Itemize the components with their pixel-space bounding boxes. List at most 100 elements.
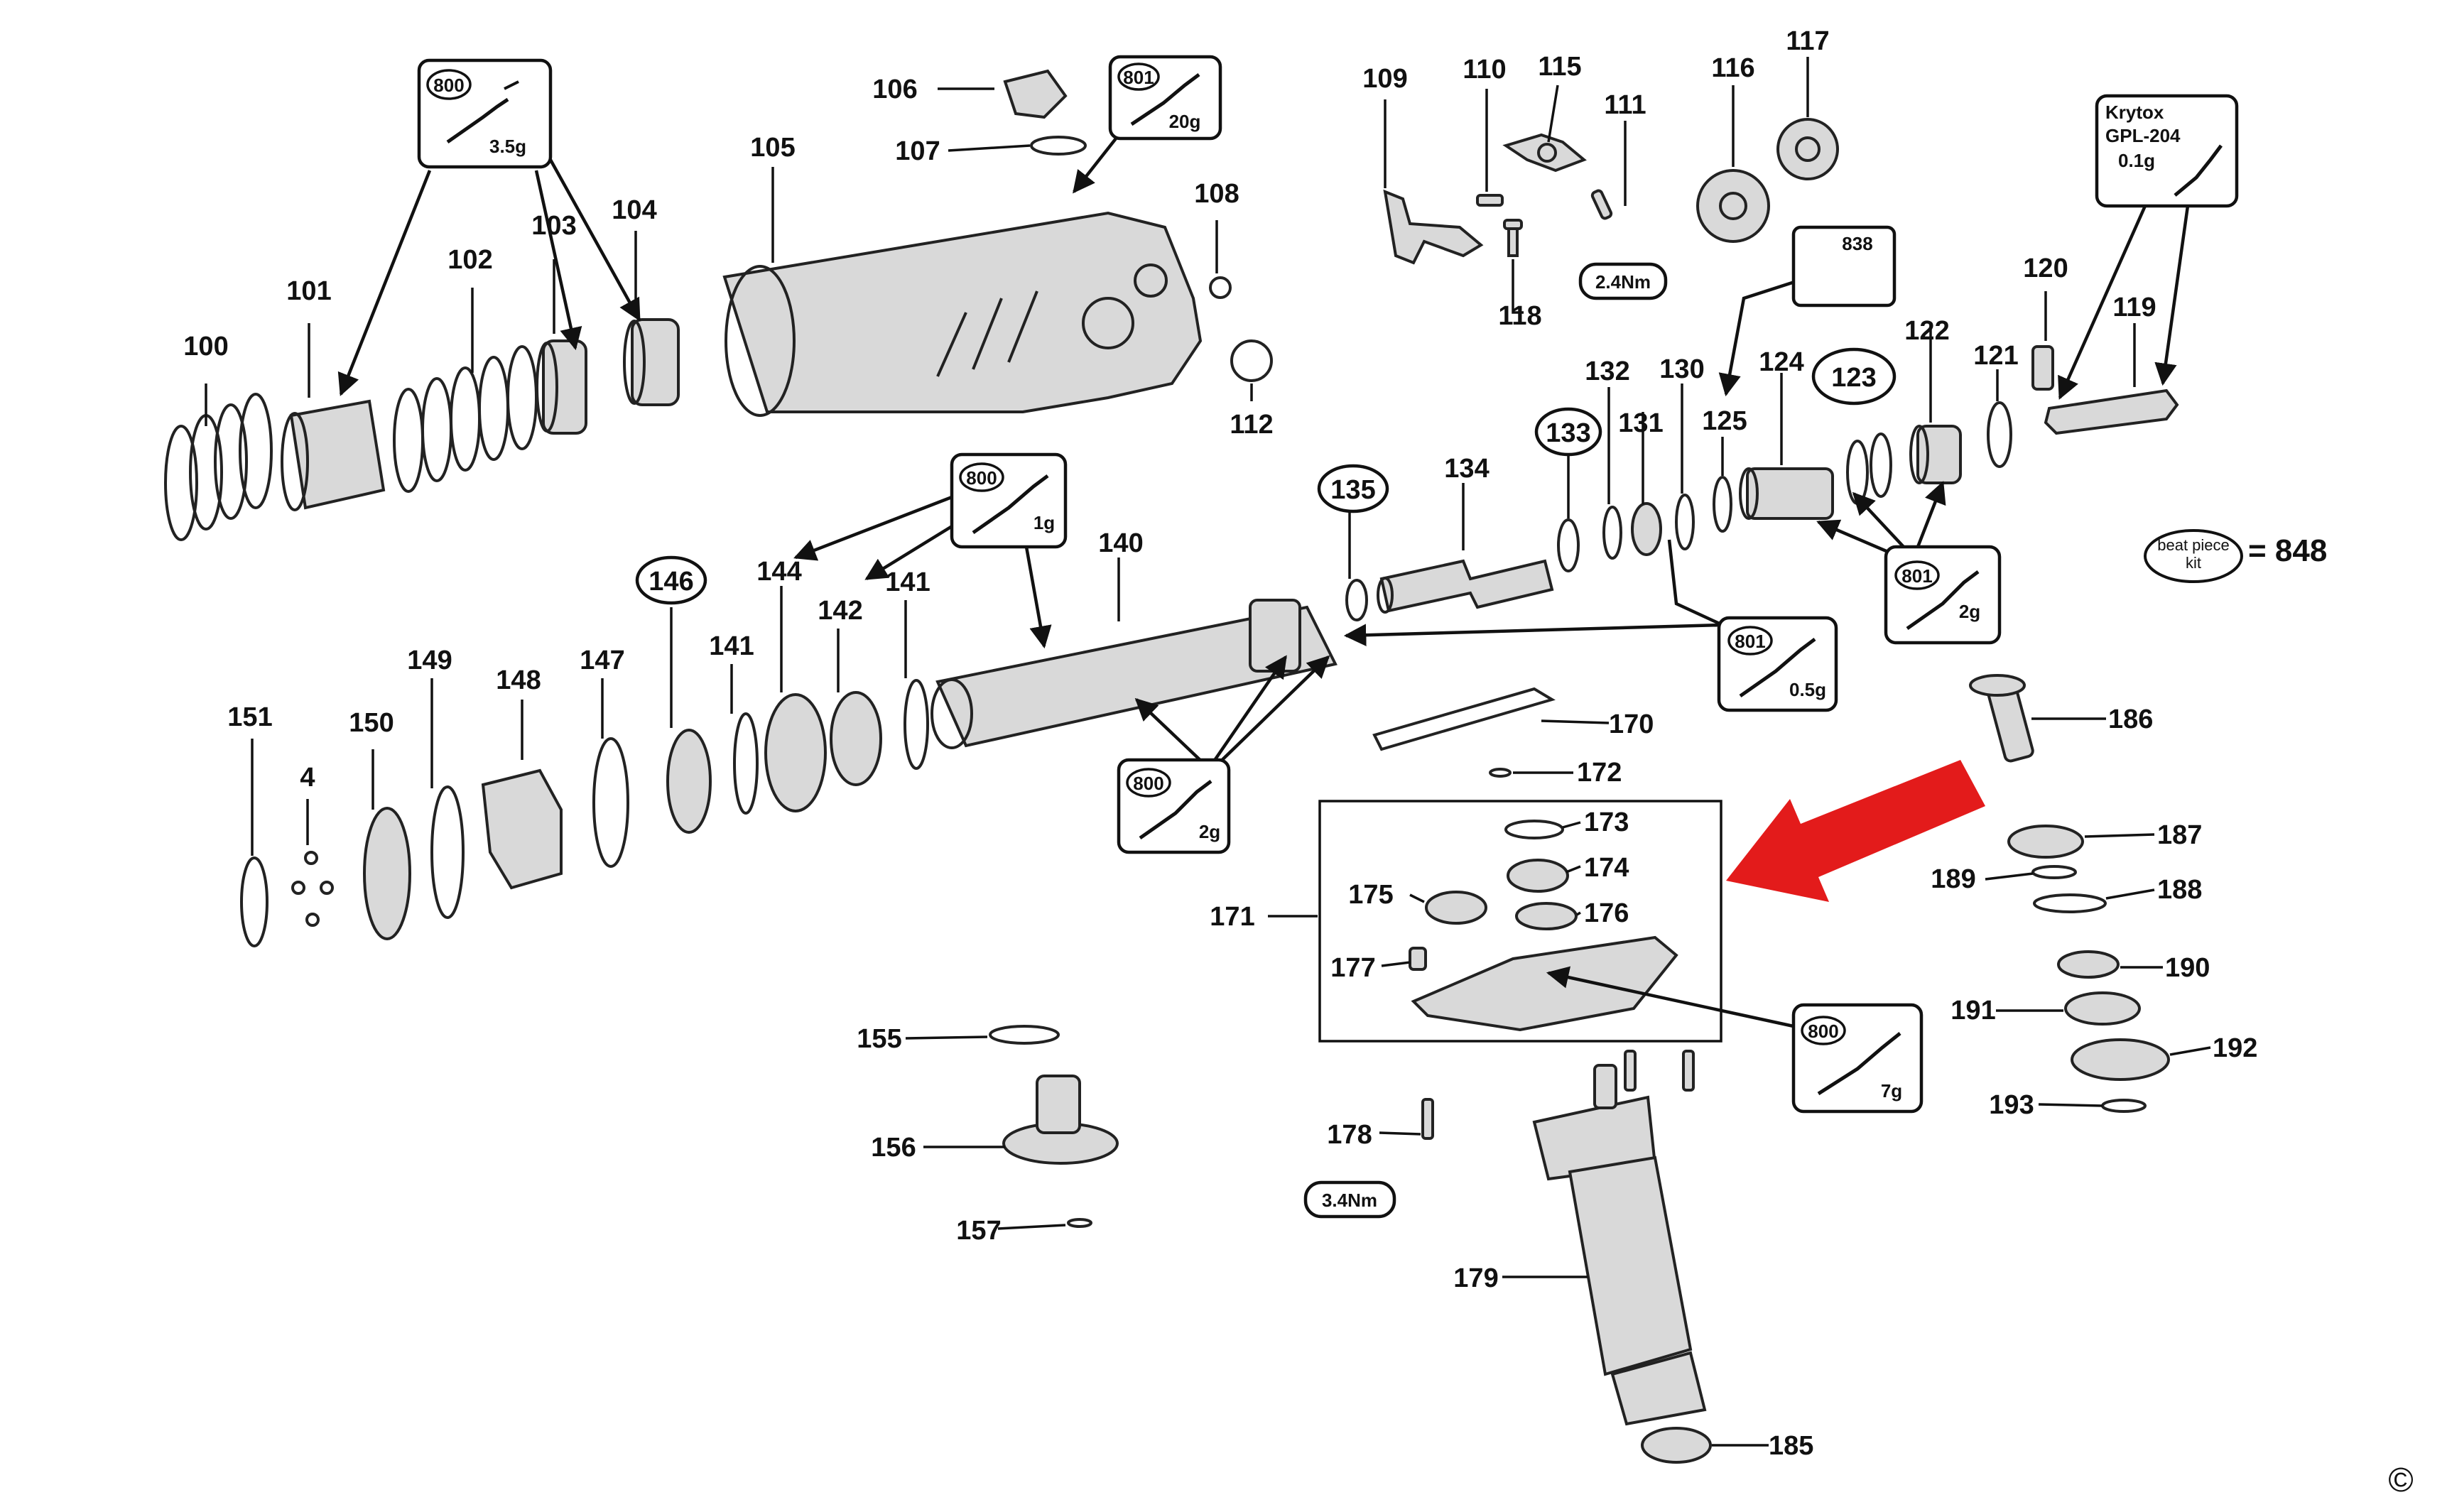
part-102-spring bbox=[393, 345, 538, 493]
part-151-ring bbox=[240, 856, 268, 947]
part-number: 140 bbox=[1098, 528, 1143, 558]
grease-amount: 2g bbox=[1199, 821, 1220, 842]
part-146-seal bbox=[666, 729, 712, 834]
part-193-washer bbox=[2101, 1099, 2147, 1113]
part-number: 108 bbox=[1194, 179, 1239, 209]
part-number: 116 bbox=[1711, 53, 1754, 83]
grease-code: 801 bbox=[1735, 631, 1765, 652]
part-101-sleeve bbox=[281, 399, 386, 511]
part-108-ball bbox=[1209, 276, 1232, 299]
part-number: 186 bbox=[2108, 705, 2153, 734]
grease-amount: 20g bbox=[1169, 111, 1201, 132]
grease-box-801-0.5g: 801 0.5g bbox=[1717, 616, 1838, 712]
grease-tube-icon bbox=[1139, 780, 1212, 840]
grease-amount: 0.5g bbox=[1789, 679, 1826, 700]
part-number: 156 bbox=[871, 1133, 916, 1163]
part-number: 155 bbox=[857, 1024, 901, 1054]
part-number: 132 bbox=[1585, 357, 1629, 386]
part-140-cylinder bbox=[930, 599, 1338, 749]
part-116-gear bbox=[1696, 169, 1770, 243]
part-number: 174 bbox=[1584, 853, 1629, 883]
part-number: 170 bbox=[1609, 709, 1654, 739]
part-135-ring bbox=[1345, 579, 1368, 621]
part-115-switch-lever bbox=[1502, 133, 1587, 173]
part-number: 189 bbox=[1931, 864, 1975, 894]
part-105-gear-housing bbox=[722, 211, 1203, 417]
part-111-pin bbox=[1590, 189, 1613, 220]
part-144-bearing bbox=[764, 693, 827, 812]
part-121-clip bbox=[1987, 401, 2012, 468]
part-number: 175 bbox=[1348, 880, 1393, 910]
grease-code: 801 bbox=[1901, 565, 1932, 587]
beat-piece-kit: beat piece kit = 848 bbox=[2144, 529, 2327, 583]
part-number: 192 bbox=[2213, 1033, 2257, 1063]
kit-box-838: 838 bbox=[1791, 225, 1897, 308]
part-175-bearing bbox=[1425, 891, 1487, 925]
grease-arrows bbox=[337, 134, 2190, 1028]
part-118-screw bbox=[1503, 219, 1523, 257]
part-4-balls bbox=[291, 851, 334, 927]
grease-amount: 3.5g bbox=[489, 136, 526, 157]
grease-tube-icon bbox=[1130, 73, 1200, 126]
grease-tube-icon bbox=[2174, 144, 2223, 197]
part-number: 111 bbox=[1604, 90, 1646, 120]
part-106-knob bbox=[1003, 69, 1068, 119]
part-number: 118 bbox=[1498, 301, 1541, 331]
grease-box-801-20g: 801 20g bbox=[1108, 55, 1222, 141]
part-number: 150 bbox=[349, 708, 394, 738]
grease-code: 800 bbox=[966, 467, 997, 489]
part-124-piston bbox=[1739, 467, 1834, 520]
beat-piece-line2: kit bbox=[2186, 554, 2201, 572]
grease-box-800-7g: 800 7g bbox=[1791, 1003, 1924, 1114]
part-number: 193 bbox=[1989, 1090, 2034, 1120]
part-150-cap bbox=[363, 807, 411, 940]
part-number: 141 bbox=[885, 567, 930, 597]
kit-code: 838 bbox=[1842, 233, 1872, 254]
red-pointer-arrow bbox=[1726, 760, 1985, 902]
part-133-ring bbox=[1557, 518, 1580, 572]
part-number: 122 bbox=[1904, 316, 1949, 346]
part-number: 134 bbox=[1444, 454, 1489, 484]
part-number: 148 bbox=[496, 665, 541, 695]
circled-number-146: 146 bbox=[635, 555, 707, 605]
part-number: 102 bbox=[447, 245, 492, 275]
svg-text:135: 135 bbox=[1330, 475, 1375, 505]
part-number: 125 bbox=[1702, 406, 1747, 436]
part-187-bearing bbox=[2007, 825, 2084, 859]
part-103-gear bbox=[536, 339, 587, 435]
part-112-ring bbox=[1230, 339, 1273, 382]
part-number: 144 bbox=[756, 557, 801, 587]
part-number: 173 bbox=[1584, 807, 1629, 837]
part-number: 131 bbox=[1618, 408, 1663, 438]
circled-number-135: 135 bbox=[1317, 464, 1389, 513]
part-number: 191 bbox=[1950, 996, 1995, 1026]
part-number: 109 bbox=[1362, 64, 1407, 94]
part-189-ring bbox=[2031, 865, 2077, 879]
part-142-bush bbox=[830, 691, 882, 786]
part-155-ring bbox=[989, 1025, 1060, 1045]
grease-tube-icon bbox=[1739, 638, 1816, 698]
grease-amount: 1g bbox=[1033, 512, 1055, 533]
part-number: 130 bbox=[1659, 354, 1704, 384]
part-176-bearing bbox=[1515, 902, 1578, 930]
grease-box-801-2g: 801 2g bbox=[1884, 545, 2002, 645]
grease-box-800-3.5g: 800 3.5g bbox=[417, 58, 553, 169]
part-156-gear bbox=[1002, 1075, 1119, 1165]
part-number: 103 bbox=[531, 211, 576, 241]
part-148-holder bbox=[481, 768, 563, 890]
part-number: 120 bbox=[2023, 254, 2068, 283]
grease-code: 800 bbox=[1133, 773, 1163, 794]
part-number: 171 bbox=[1210, 902, 1254, 932]
part-number: 185 bbox=[1769, 1431, 1813, 1461]
part-number: 179 bbox=[1453, 1263, 1498, 1293]
grease-code: 801 bbox=[1123, 67, 1154, 88]
part-141-ring-b bbox=[733, 712, 759, 815]
part-number: 142 bbox=[818, 596, 862, 626]
leader-lines bbox=[205, 57, 2211, 1447]
copyright-mark: © bbox=[2388, 1462, 2413, 1499]
krytox-box: Krytox GPL-204 0.1g bbox=[2095, 94, 2239, 208]
part-122-bush bbox=[1909, 425, 1962, 484]
grease-tube-icon bbox=[1817, 1032, 1901, 1096]
grease-box-800-1g: 800 1g bbox=[950, 452, 1068, 549]
part-number: 119 bbox=[2112, 293, 2156, 322]
